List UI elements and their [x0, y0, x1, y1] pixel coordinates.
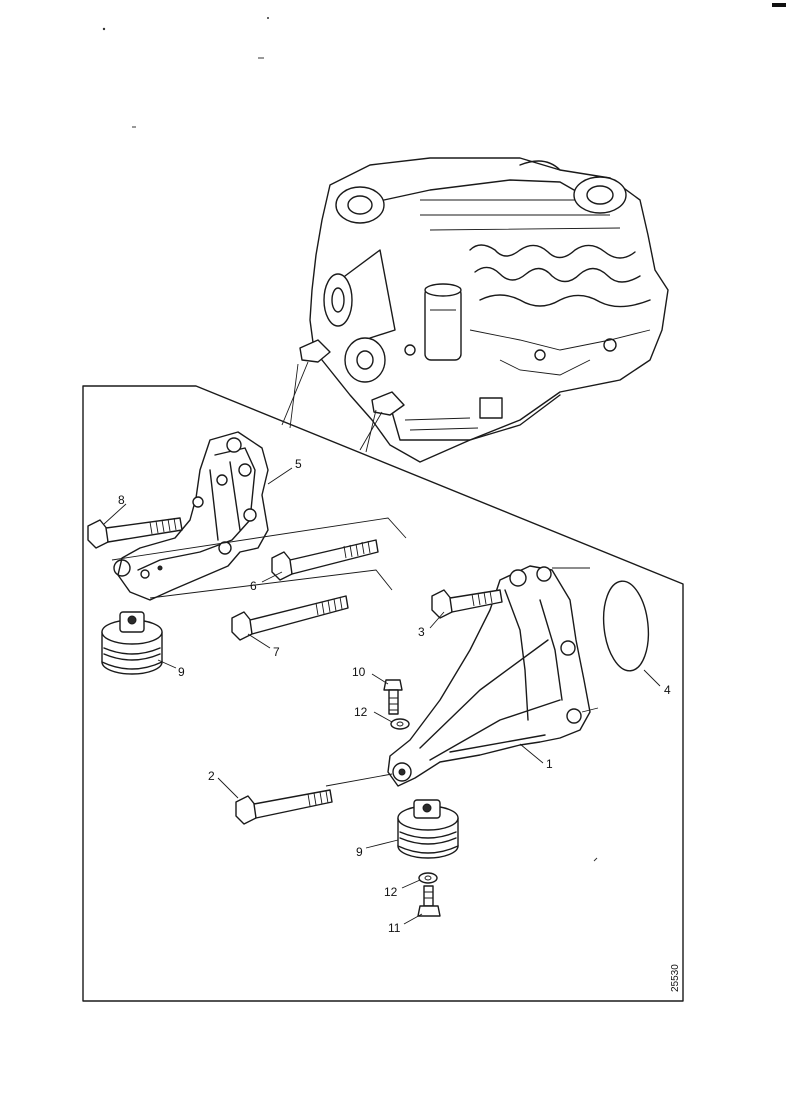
callout-10: 10	[352, 665, 366, 679]
bolt-10	[383, 679, 403, 715]
reference-number: 25530	[670, 964, 681, 992]
callout-12-lower: 12	[384, 885, 398, 899]
washer-12-upper	[390, 718, 410, 730]
bolt-6	[271, 539, 379, 581]
callout-6: 6	[250, 579, 257, 593]
callout-1: 1	[546, 757, 553, 771]
engine-leaders	[281, 361, 383, 453]
callout-11: 11	[388, 921, 401, 935]
scan-marks	[102, 3, 786, 862]
guide-lines-1	[325, 567, 599, 787]
callout-labels: 5 8 6 7 9 3 4 10 12 1 2 9 12 11	[118, 457, 671, 935]
callout-9-upper: 9	[178, 665, 185, 679]
callout-3: 3	[418, 625, 425, 639]
bolt-2	[235, 789, 333, 825]
bracket-5	[113, 431, 269, 601]
seal-ring-4	[602, 580, 650, 672]
callout-5: 5	[295, 457, 302, 471]
engine-illustration	[299, 157, 669, 463]
callout-12-upper: 12	[354, 705, 368, 719]
bolt-7	[231, 595, 349, 641]
rubber-mount-9-upper	[101, 611, 163, 675]
callout-8: 8	[118, 493, 125, 507]
callout-9-lower: 9	[356, 845, 363, 859]
bracket-1	[387, 565, 591, 787]
detail-frame	[82, 385, 684, 1002]
callout-2: 2	[208, 769, 215, 783]
washer-12-lower	[418, 872, 438, 884]
callout-4: 4	[664, 683, 671, 697]
bolt-11	[417, 885, 441, 917]
rubber-mount-9-lower	[397, 799, 459, 859]
callout-7: 7	[273, 645, 280, 659]
bolt-8	[87, 517, 183, 549]
bolt-3	[431, 589, 503, 619]
callout-leaders	[103, 467, 661, 925]
guide-lines-5	[111, 517, 407, 599]
